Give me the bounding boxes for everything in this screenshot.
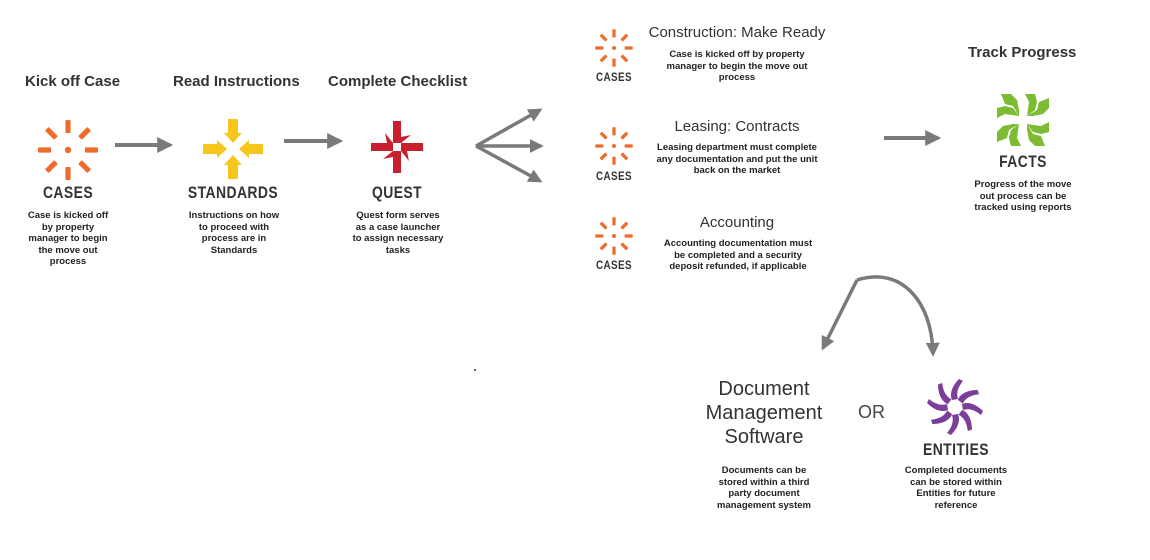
kickoff-title: Kick off Case <box>25 73 121 90</box>
facts-node <box>993 90 1053 150</box>
standards-label: STANDARDS <box>187 183 279 202</box>
branch-title-3: Accounting <box>699 214 775 231</box>
entities-pinwheel-icon <box>927 379 983 435</box>
cases-node <box>36 118 100 182</box>
facts-desc: Progress of the move out process can be … <box>974 179 1072 213</box>
arrow-to-dms <box>821 279 859 351</box>
standards-node <box>202 118 264 180</box>
dms-title: Document Management Software <box>705 378 823 448</box>
or-label: OR <box>858 402 885 422</box>
quest-desc: Quest form serves as a case launcher to … <box>352 210 444 256</box>
read-title: Read Instructions <box>173 73 300 90</box>
quest-node <box>367 117 427 177</box>
standards-desc: Instructions on how to proceed with proc… <box>188 210 280 256</box>
cases-burst-icon <box>38 120 98 180</box>
branch-cases-label-2: CASES <box>596 169 632 183</box>
branch-cases-node-2 <box>594 126 634 166</box>
branch-cases-label-1: CASES <box>596 70 632 84</box>
standards-arrows-icon <box>203 119 263 179</box>
facts-leaf-icon <box>997 94 1049 146</box>
cases-label: CASES <box>42 183 94 202</box>
cases-burst-icon <box>595 217 633 255</box>
cases-desc: Case is kicked off by property manager t… <box>27 210 109 267</box>
arrow-split-up <box>475 108 543 148</box>
branch-title-2: Leasing: Contracts <box>674 118 800 135</box>
arrow-to-entities <box>856 275 940 357</box>
cases-burst-icon <box>595 29 633 67</box>
branch-cases-node-3 <box>594 216 634 256</box>
facts-label: FACTS <box>999 152 1047 171</box>
checklist-title: Complete Checklist <box>328 73 468 90</box>
cases-burst-icon <box>595 127 633 165</box>
dms-desc: Documents can be stored within a third p… <box>717 465 811 511</box>
branch-desc-2: Leasing department must complete any doc… <box>656 142 818 176</box>
branch-cases-label-3: CASES <box>596 258 632 272</box>
stray-dot <box>474 369 476 371</box>
quest-label: QUEST <box>371 183 423 202</box>
branch-title-1: Construction: Make Ready <box>648 24 826 41</box>
entities-node <box>924 376 986 438</box>
quest-star-icon <box>371 121 423 173</box>
branch-desc-3: Accounting documentation must be complet… <box>663 238 813 272</box>
entities-label: ENTITIES <box>922 440 990 459</box>
entities-desc: Completed documents can be stored within… <box>904 465 1008 511</box>
branch-cases-node-1 <box>594 28 634 68</box>
track-title: Track Progress <box>968 44 1077 61</box>
arrow-split-down <box>475 144 543 183</box>
branch-desc-1: Case is kicked off by property manager t… <box>666 49 808 83</box>
